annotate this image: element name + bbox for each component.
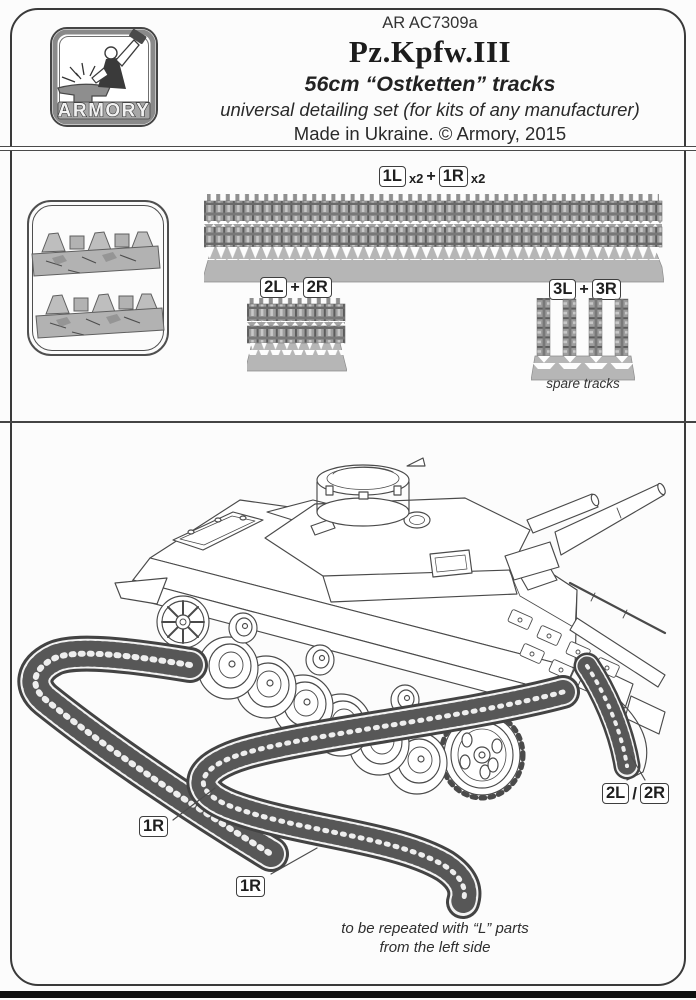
part-label-2l-callout: 2L (602, 783, 630, 804)
sprue2-label-row: 2L + 2R (216, 277, 376, 298)
sheet-border (10, 8, 686, 986)
part-label-1r-callout-a: 1R (139, 816, 169, 837)
assembly-note-line1: to be repeated with “L” parts (341, 920, 529, 937)
sprue-3l-3r-illustration (531, 298, 635, 381)
callout-1r-a: 1R (139, 816, 169, 837)
plus-sign-2: + (290, 279, 300, 296)
plus-sign-1: + (426, 168, 436, 185)
qty-1l: x2 (408, 171, 424, 186)
parts-divider (0, 421, 696, 423)
subtitle: 56cm “Ostketten” tracks (304, 72, 556, 96)
tank-turret (264, 457, 667, 635)
assembly-note: to be repeated with “L” parts from the l… (280, 919, 590, 957)
part-label-3l: 3L (549, 279, 577, 300)
part-label-1l: 1L (378, 166, 406, 187)
assembly-illustration (17, 457, 667, 919)
track-closeup-inner-border (32, 205, 164, 351)
part-label-3r: 3R (591, 279, 621, 300)
sprue-1l-1r-illustration (204, 194, 664, 283)
sprue-2l-2r-illustration (247, 298, 347, 372)
part-label-2r-callout: 2R (640, 783, 670, 804)
track-closeup-illustration (31, 231, 165, 339)
logo-armory-text: ARMORY (58, 101, 151, 122)
armory-logo: ARMORY (50, 27, 158, 127)
bottom-black-bar (0, 991, 696, 998)
header: AR AC7309a Pz.Kpfw.III 56cm “Ostketten” … (170, 12, 690, 146)
callout-1r-b: 1R (236, 876, 266, 897)
qty-1r: x2 (470, 171, 486, 186)
page-title: Pz.Kpfw.III (348, 34, 512, 69)
part-label-2r: 2R (302, 277, 332, 298)
track-closeup-box (27, 200, 169, 356)
callout-2l-2r: 2L / 2R (602, 783, 670, 804)
sprue1-label-row: 1L x2 + 1R x2 (332, 166, 532, 187)
product-code: AR AC7309a (382, 14, 478, 32)
origin-line: Made in Ukraine. © Armory, 2015 (293, 123, 567, 144)
spare-tracks-caption: spare tracks (546, 376, 620, 391)
leader-lines (172, 755, 646, 875)
track-run-1r-hairpin (186, 675, 580, 919)
track-section-2l-2r (573, 652, 641, 780)
track-run-1r-loop (17, 635, 289, 872)
part-label-2l: 2L (260, 277, 288, 298)
idler-wheel (156, 595, 210, 649)
assembly-note-line2: from the left side (379, 939, 491, 956)
sprue3-label-row: 3L + 3R (505, 279, 665, 300)
plus-sign-3: + (579, 281, 589, 298)
slash-separator: / (632, 784, 637, 803)
header-divider (0, 146, 696, 151)
part-label-1r-callout-b: 1R (236, 876, 266, 897)
set-description: universal detailing set (for kits of any… (220, 99, 640, 120)
part-label-1r: 1R (438, 166, 468, 187)
